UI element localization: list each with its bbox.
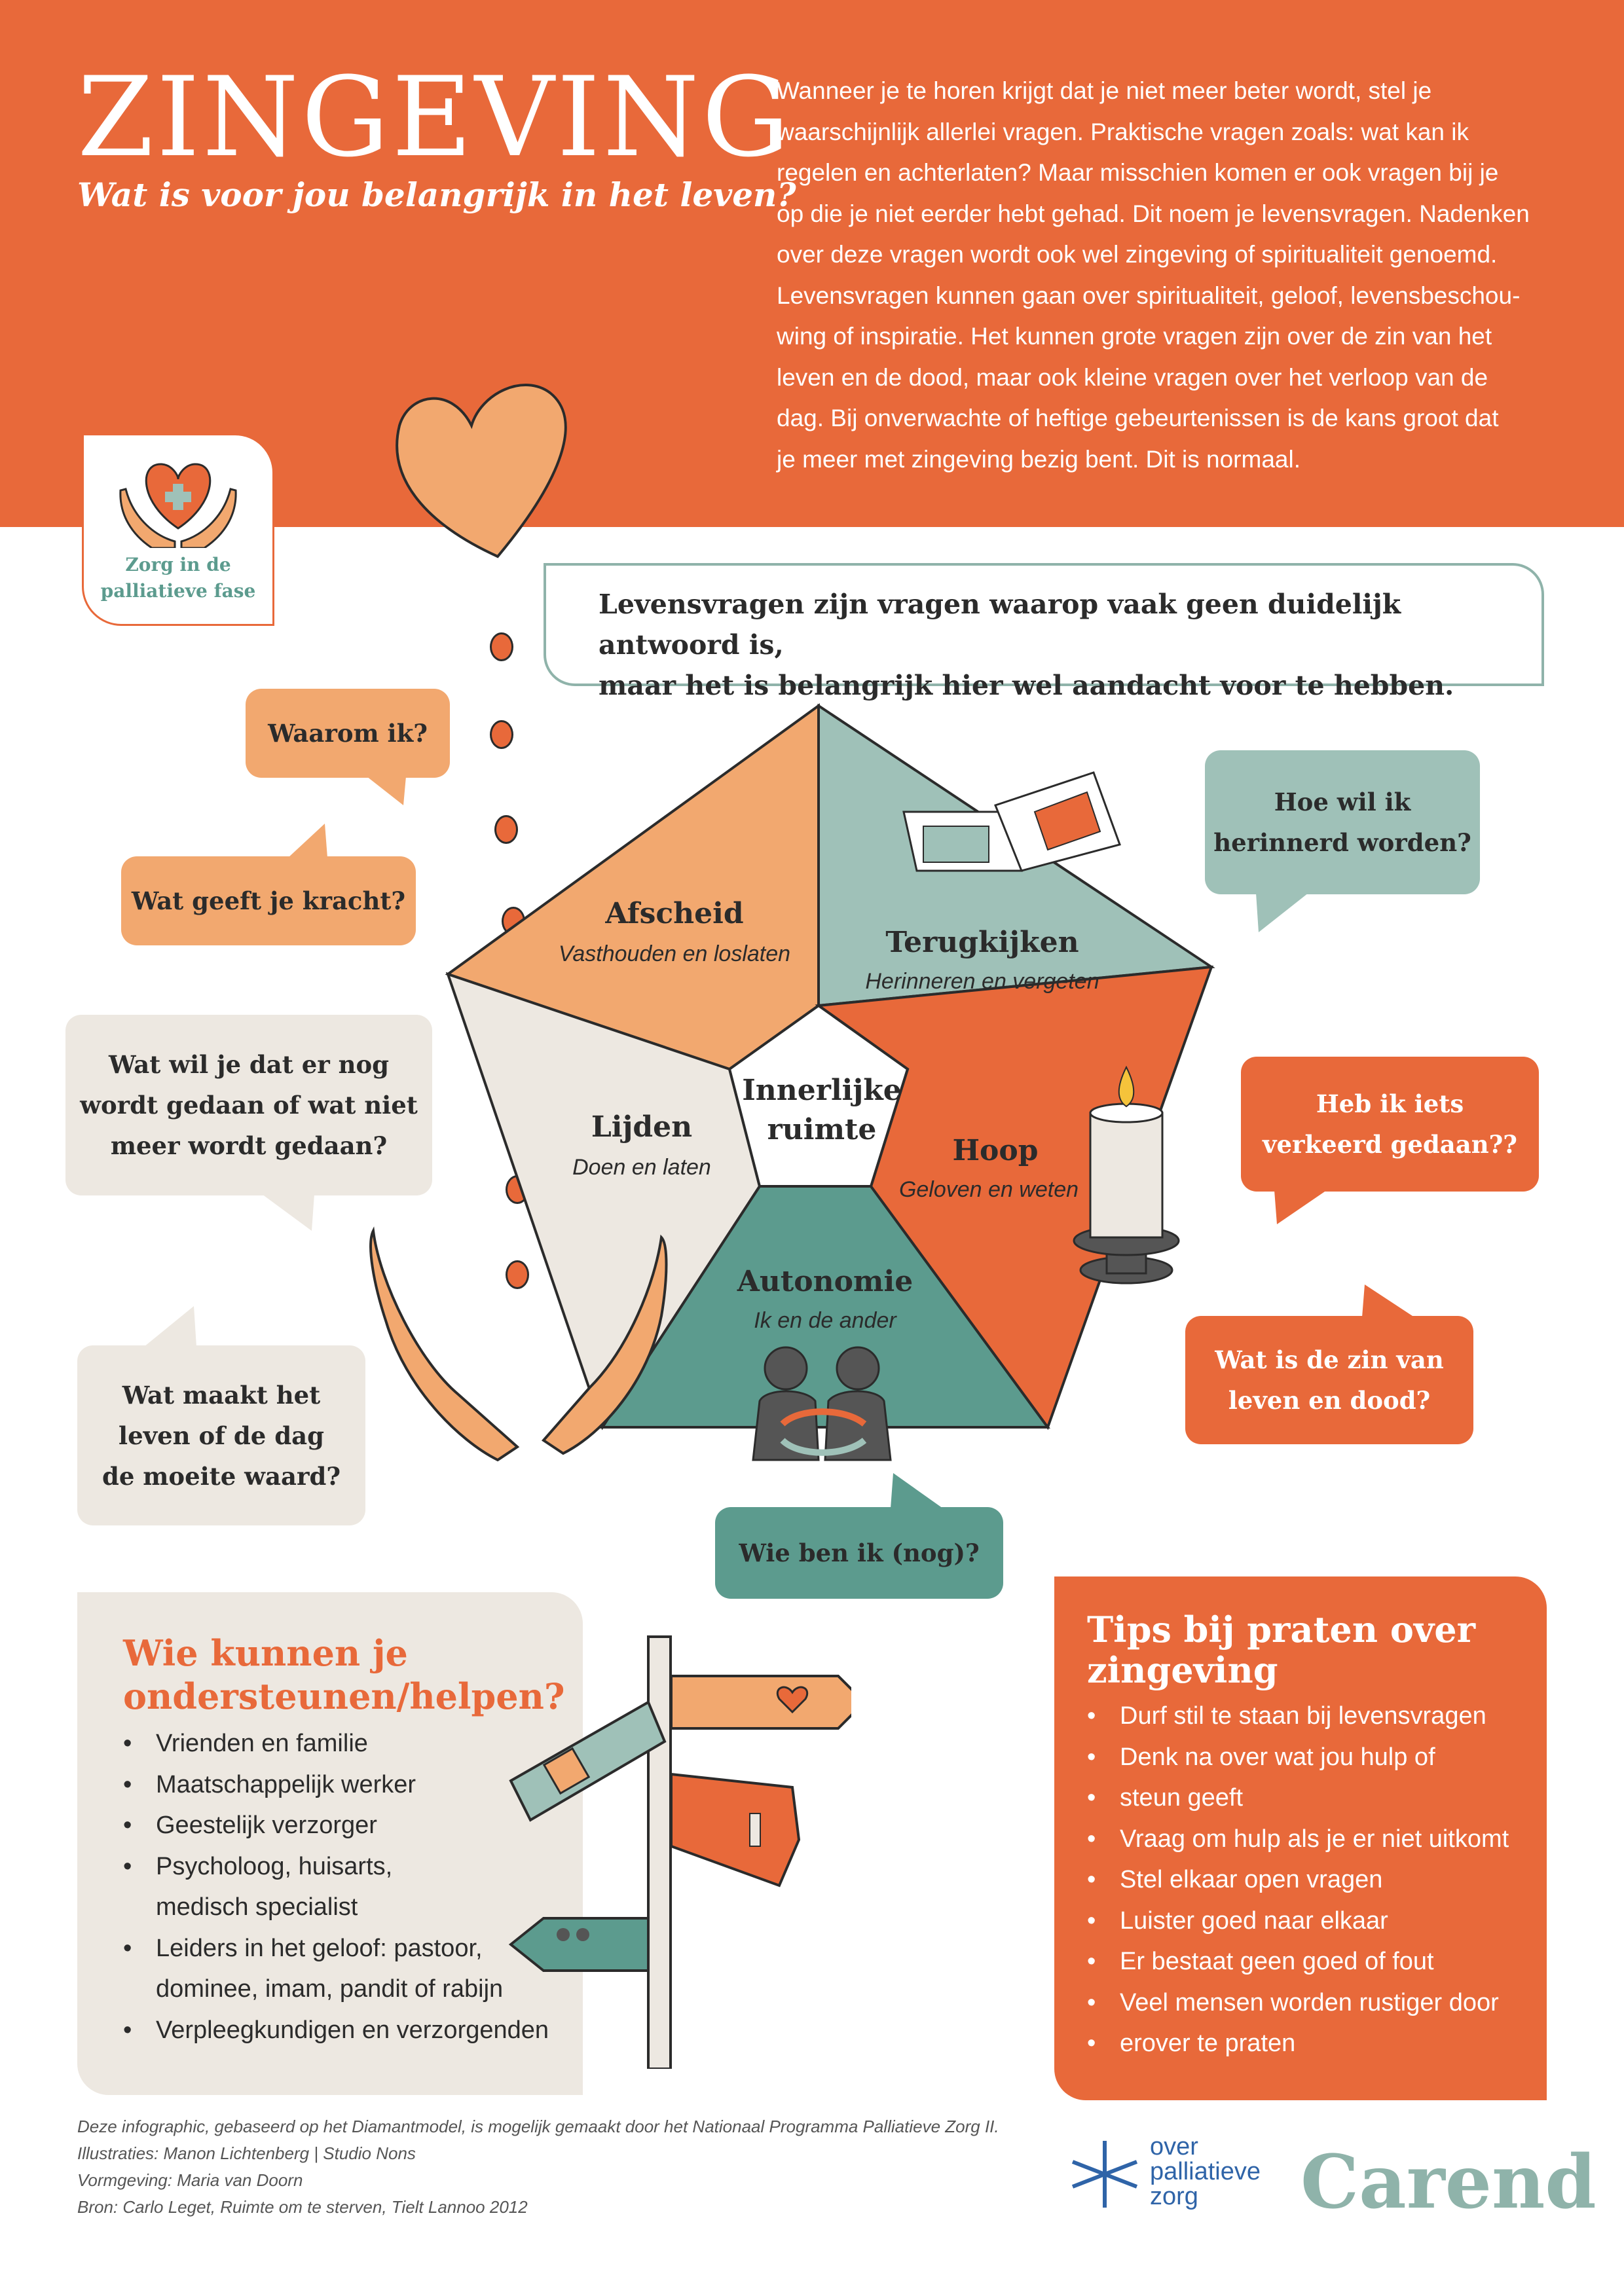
- list-item: Geestelijk verzorger: [123, 1805, 549, 1846]
- list-item: Veel mensen worden rustiger door: [1087, 1982, 1509, 2024]
- hoop-subtitle: Geloven en weten: [898, 1177, 1079, 1202]
- segment-innerlijke-ruimte: [728, 1004, 910, 1188]
- bubble-tail: [891, 1473, 943, 1508]
- question-bubble-wie: Wie ben ik (nog)?: [715, 1507, 1003, 1599]
- open-hands-illustration: [369, 1226, 668, 1462]
- credits: Deze infographic, gebaseerd op het Diama…: [77, 2117, 999, 2217]
- candle-illustration: [1073, 1065, 1180, 1285]
- autonomie-title: Autonomie: [737, 1265, 913, 1298]
- page-title: ZINGEVING: [77, 53, 792, 181]
- carend-logo: Carend: [1301, 2140, 1596, 2225]
- question-bubble-waarom: Waarom ik?: [246, 689, 450, 778]
- help-panel: Wie kunnen je ondersteunen/helpen? Vrien…: [77, 1592, 583, 2095]
- list-item: Verpleegkundigen en verzorgenden: [123, 2010, 549, 2051]
- autonomie-subtitle: Ik en de ander: [754, 1308, 896, 1333]
- levensvragen-callout: Levensvragen zijn vragen waarop vaak gee…: [544, 563, 1544, 701]
- lijden-title: Lijden: [591, 1110, 693, 1144]
- list-item: Er bestaat geen goed of fout: [1087, 1941, 1509, 1982]
- question-bubble-kracht: Wat geeft je kracht?: [121, 856, 416, 945]
- list-item: Vraag om hulp als je er niet uitkomt: [1087, 1819, 1509, 1860]
- list-item: Leiders in het geloof: pastoor,: [123, 1928, 549, 1969]
- intro-text: Wanneer je te horen krijgt dat je niet m…: [777, 77, 1530, 473]
- thought-dot: [490, 720, 513, 749]
- opz-star-icon: [1071, 2141, 1138, 2208]
- bubble-tail: [288, 824, 327, 858]
- thought-dot: [490, 632, 513, 661]
- list-item: Denk na over wat jou hulp of: [1087, 1737, 1509, 1778]
- bubble-tail: [262, 1194, 314, 1231]
- list-item: Psycholoog, huisarts,: [123, 1846, 549, 1887]
- bubble-tail: [1274, 1190, 1327, 1224]
- photo-album-illustration: [902, 771, 1121, 872]
- afscheid-title: Afscheid: [605, 897, 744, 930]
- signpost-illustration: [508, 1635, 851, 2069]
- list-item: Vrienden en familie: [123, 1723, 549, 1764]
- bubble-tail: [1362, 1285, 1414, 1317]
- two-people-illustration: [752, 1346, 892, 1461]
- tips-list: Durf stil te staan bij levensvragen Denk…: [1087, 1696, 1509, 2064]
- list-item: steun geeft: [1087, 1777, 1509, 1819]
- list-item: Maatschappelijk werker: [123, 1764, 549, 1806]
- thought-dot: [494, 815, 518, 844]
- afscheid-subtitle: Vasthouden en loslaten: [558, 941, 791, 966]
- hoop-title: Hoop: [952, 1134, 1039, 1167]
- terugkijken-title: Terugkijken: [885, 926, 1079, 959]
- help-list: Vrienden en familie Maatschappelijk werk…: [123, 1723, 549, 2050]
- tips-panel: Tips bij praten over zingeving Durf stil…: [1054, 1576, 1547, 2100]
- heart-icon: [777, 1686, 808, 1714]
- bubble-tail: [1256, 893, 1308, 932]
- care-hands-heart-icon: [119, 463, 237, 548]
- bubble-tail: [144, 1306, 196, 1347]
- page-subtitle: Wat is voor jou belangrijk in het leven?: [77, 175, 796, 214]
- candle-icon: [749, 1813, 761, 1847]
- innerlijke-ruimte-label: Innerlijke ruimte: [742, 1074, 902, 1146]
- heart-illustration: [396, 384, 567, 558]
- list-item: Stel elkaar open vragen: [1087, 1859, 1509, 1901]
- help-title: Wie kunnen je ondersteunen/helpen?: [123, 1632, 565, 1717]
- bubble-tail: [367, 776, 406, 805]
- terugkijken-subtitle: Herinneren en vergeten: [865, 969, 1099, 994]
- lijden-subtitle: Doen en laten: [572, 1155, 711, 1180]
- opz-logo-text: over palliatieve zorg: [1150, 2133, 1261, 2210]
- list-item: erover te praten: [1087, 2023, 1509, 2064]
- list-item: Durf stil te staan bij levensvragen: [1087, 1696, 1509, 1737]
- thought-dot: [506, 1260, 529, 1289]
- list-item: dominee, imam, pandit of rabijn: [156, 1975, 504, 2003]
- tips-title: Tips bij praten over zingeving: [1087, 1609, 1476, 1691]
- logo-card: Zorg in de palliatieve fase: [82, 433, 274, 626]
- list-item: Luister goed naar elkaar: [1087, 1901, 1509, 1942]
- header-banner: [0, 0, 1624, 527]
- list-item: medisch specialist: [156, 1893, 358, 1921]
